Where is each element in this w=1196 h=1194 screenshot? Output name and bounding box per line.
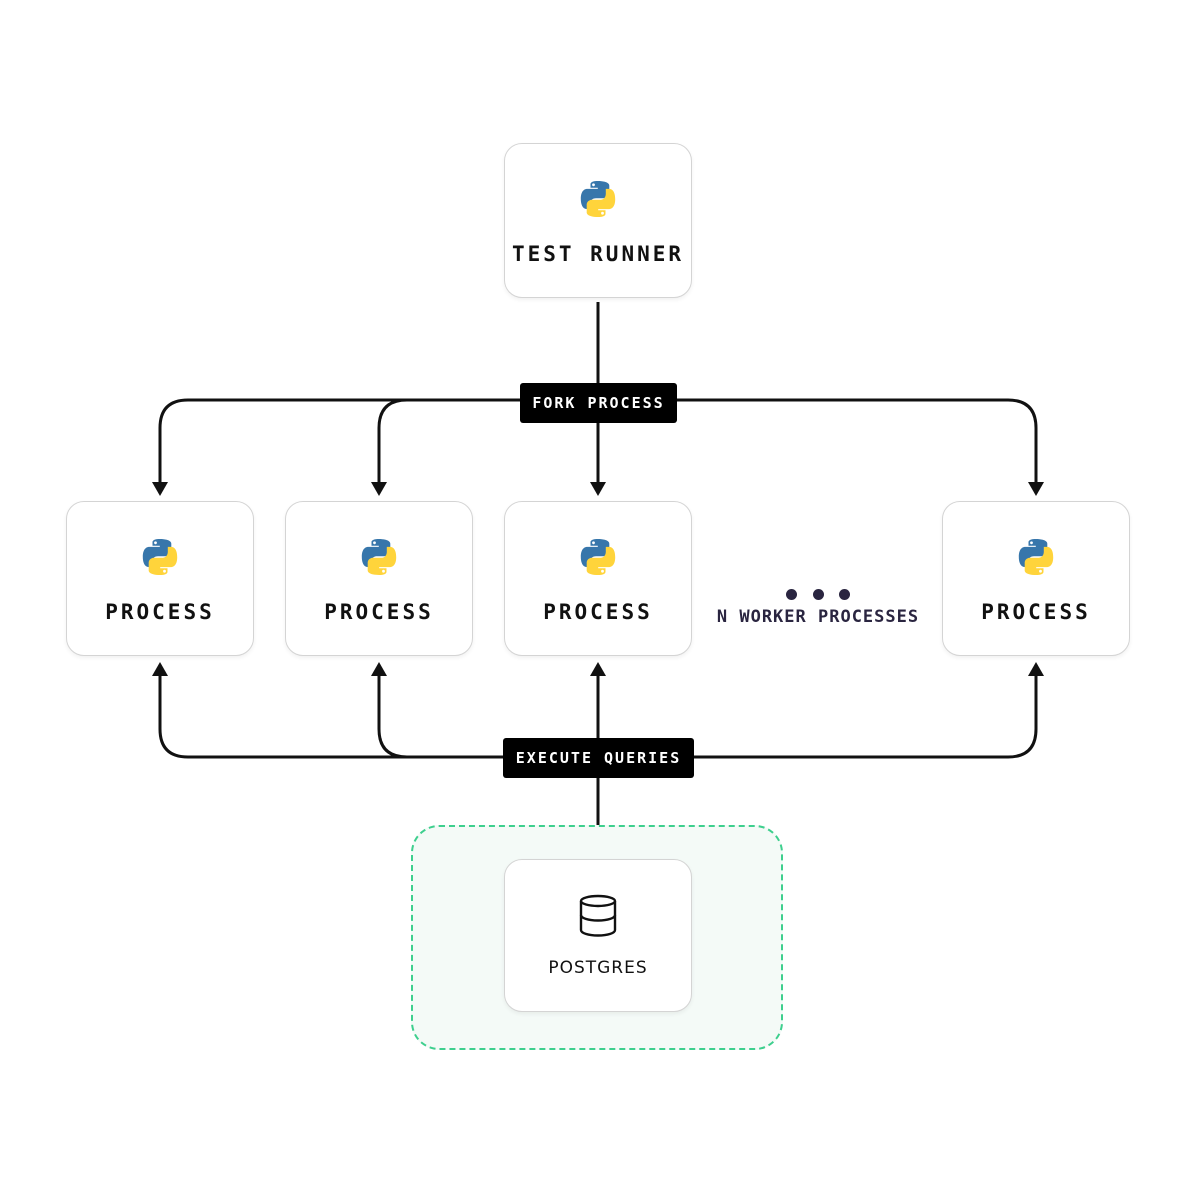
exec-arrow-1 [158, 674, 598, 759]
python-logo-icon [580, 181, 616, 217]
process-node[interactable]: PROCESS [285, 501, 473, 656]
process-node[interactable]: PROCESS [942, 501, 1130, 656]
fork-process-tag: FORK PROCESS [520, 383, 677, 423]
process-label: PROCESS [981, 600, 1091, 624]
python-logo-icon [361, 539, 397, 575]
fork-arrow-4 [598, 398, 1038, 484]
arrowhead [590, 662, 606, 676]
arrowhead [371, 482, 387, 496]
arrowhead [152, 482, 168, 496]
dot [786, 589, 797, 600]
execute-queries-tag: EXECUTE QUERIES [503, 738, 694, 778]
python-logo-icon [1018, 539, 1054, 575]
dot [839, 589, 850, 600]
exec-arrow-2 [377, 674, 598, 759]
arrowhead [371, 662, 387, 676]
process-node[interactable]: PROCESS [66, 501, 254, 656]
arrowhead [152, 662, 168, 676]
exec-arrow-4 [598, 674, 1038, 759]
python-logo-icon [142, 539, 178, 575]
n-worker-processes-label: N WORKER PROCESSES [716, 607, 920, 627]
postgres-node[interactable]: POSTGRES [504, 859, 692, 1012]
process-label: PROCESS [543, 600, 653, 624]
test-runner-node[interactable]: TEST RUNNER [504, 143, 692, 298]
fork-arrow-1 [158, 398, 598, 484]
process-label: PROCESS [105, 600, 215, 624]
database-icon [579, 894, 617, 937]
python-logo-icon [580, 539, 616, 575]
arrowhead [1028, 662, 1044, 676]
process-label: PROCESS [324, 600, 434, 624]
test-runner-label: TEST RUNNER [511, 242, 685, 266]
ellipsis-dots [783, 589, 853, 601]
process-node[interactable]: PROCESS [504, 501, 692, 656]
arrowhead [590, 482, 606, 496]
dot [813, 589, 824, 600]
fork-arrow-2 [377, 398, 598, 484]
arrowhead [1028, 482, 1044, 496]
postgres-label: POSTGRES [548, 958, 648, 978]
